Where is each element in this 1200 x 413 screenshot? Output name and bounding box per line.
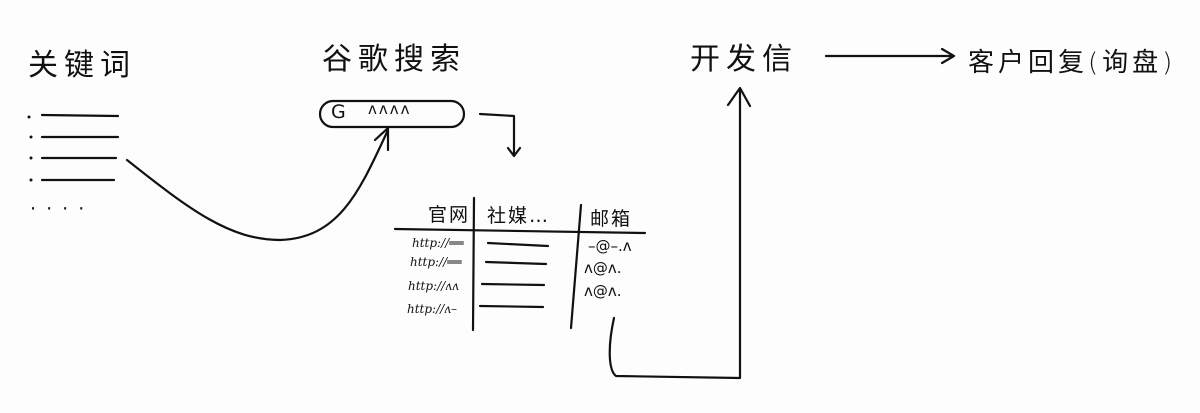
table-cell-site: http://ʌ– [407, 302, 457, 316]
search-query: ʌʌʌʌ [368, 100, 412, 118]
google-logo-icon: G [331, 101, 346, 123]
arrow-cold-email-to-reply [824, 47, 956, 65]
table-cell-email: ʌ@ʌ. [584, 282, 622, 300]
table-cell-site: http://══ [410, 255, 462, 269]
arrow-emails-to-cold-email [608, 86, 752, 380]
keyword-list-lines [27, 113, 120, 182]
table-cell-site: http://ʌʌ [408, 279, 459, 293]
table-cell-email: ʌ@ʌ. [584, 259, 622, 277]
keyword-list-more: · · · · [30, 198, 87, 220]
step-cold-email: 开发信 [690, 42, 798, 77]
step-customer-reply: 客户回复(询盘) [968, 48, 1177, 78]
table-header-website: 官网 [428, 204, 471, 226]
table-header-email: 邮箱 [590, 208, 633, 230]
table-cell-email: –@–.ʌ [588, 237, 632, 255]
table-cell-site: http://══ [412, 236, 464, 250]
arrow-keywords-to-search [125, 126, 390, 242]
step-keywords: 关键词 [28, 48, 136, 83]
results-table-lines [393, 196, 647, 332]
arrow-search-to-table [478, 112, 522, 158]
step-google-search: 谷歌搜索 [322, 42, 466, 77]
search-bar-outline [318, 99, 466, 129]
table-header-social-media: 社媒… [487, 205, 551, 227]
